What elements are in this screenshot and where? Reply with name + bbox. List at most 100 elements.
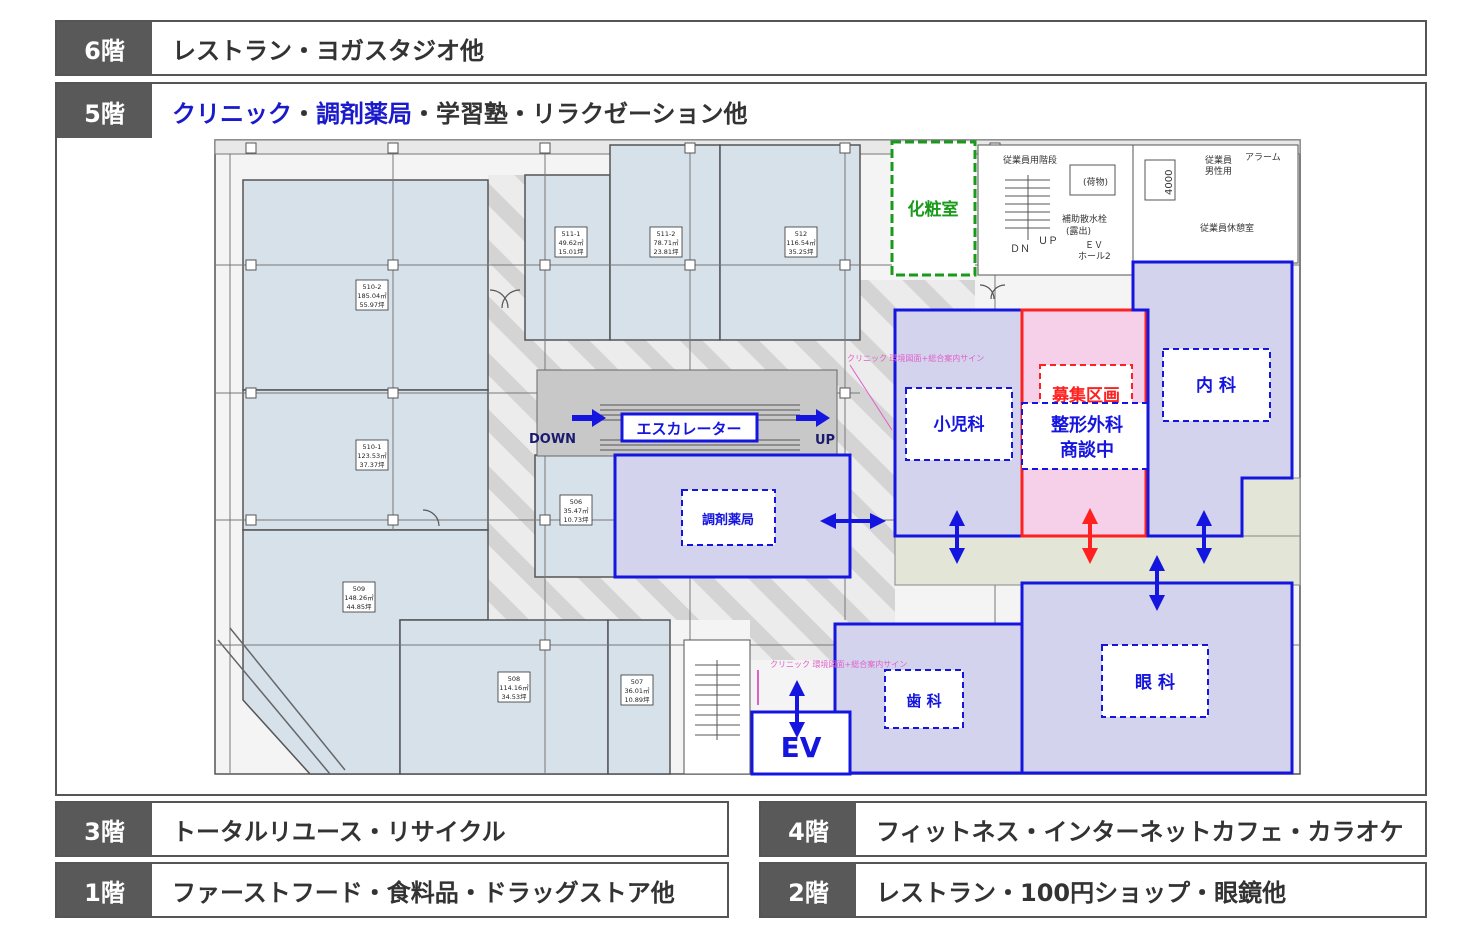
unit-box-508 — [497, 671, 531, 703]
unit-box-510-2 — [355, 279, 389, 311]
dimension-4000: 4000 — [1164, 170, 1175, 195]
powder-room — [890, 140, 977, 277]
supply-label: 補助散水栓 — [1062, 213, 1107, 225]
dental-label: 歯 科 — [906, 692, 941, 710]
down-arrow-icon — [572, 409, 606, 427]
floor-4-number: 4階 — [761, 803, 856, 855]
unit-area: 35.47㎡ — [563, 506, 589, 515]
unit-area: 36.01㎡ — [624, 686, 650, 695]
unit-id: 509 — [353, 585, 365, 593]
elevator-label: EV — [781, 731, 822, 764]
unit-id: 510-2 — [363, 283, 382, 291]
unit-tsubo: 23.81坪 — [653, 248, 679, 256]
unit-id: 508 — [508, 675, 520, 683]
unit-box-506 — [559, 494, 593, 526]
down-label: DOWN — [529, 432, 576, 447]
escalator-box — [620, 412, 759, 443]
staff-stairs-label: 従業員用階段 — [1003, 154, 1057, 166]
floor-3-bar: 3階 トータルリユース・リサイクル — [55, 801, 729, 857]
unit-tsubo: 15.01坪 — [558, 248, 584, 256]
floor-5-number: 5階 — [57, 84, 152, 138]
floor-5-description-rest: ・学習塾・リラクゼーション他 — [412, 99, 748, 128]
floor-3-number: 3階 — [57, 803, 152, 855]
toilet-2-label: 男性用 — [1205, 165, 1232, 177]
unit-tsubo: 35.25坪 — [788, 248, 814, 256]
orthopedics-status: 商談中 — [1060, 439, 1114, 461]
floor-5-highlight-pharmacy: 調剤薬局 — [316, 99, 412, 128]
pediatrics-label: 小児科 — [934, 414, 985, 435]
unit-area: 114.16㎡ — [499, 683, 529, 692]
internal-medicine-label-box — [1162, 348, 1271, 422]
ev-hall-2-label: ホール2 — [1078, 251, 1111, 262]
unit-box-507 — [620, 674, 654, 706]
floor-1-bar: 1階 ファーストフード・食料品・ドラッグストア他 — [55, 862, 729, 918]
unit-tsubo: 44.85坪 — [346, 603, 372, 611]
floor-2-number: 2階 — [761, 864, 856, 916]
floor-4-bar: 4階 フィットネス・インターネットカフェ・カラオケ — [759, 801, 1427, 857]
staff-area — [977, 144, 1134, 276]
floor-2-bar: 2階 レストラン・100円ショップ・眼鏡他 — [759, 862, 1427, 918]
internal-medicine-label: 内 科 — [1196, 375, 1236, 396]
unit-id: 511-1 — [562, 230, 581, 238]
unit-box-511-1 — [554, 226, 588, 258]
recruiting-label-box — [1039, 364, 1133, 406]
recruiting-label: 募集区画 — [1051, 385, 1120, 406]
unit-tsubo: 10.89坪 — [624, 696, 650, 704]
floor-1-number: 1階 — [57, 864, 152, 916]
tenant-511-1 — [524, 174, 611, 341]
unit-tsubo: 55.97坪 — [359, 301, 385, 309]
floor-1-description: ファーストフード・食料品・ドラッグストア他 — [172, 878, 675, 907]
sign-note-upper: クリニック 環境図面+総合案内サイン — [847, 353, 984, 363]
unit-id: 510-1 — [363, 443, 382, 451]
floor-6-bar: 6階 レストラン・ヨガスタジオ他 — [55, 20, 1427, 76]
up-label: ＵＰ — [1038, 236, 1058, 247]
up-label-escalator: UP — [815, 433, 835, 448]
staff-rest-label: 従業員休憩室 — [1200, 222, 1254, 234]
unit-id: 512 — [795, 230, 807, 238]
pharmacy-label: 調剤薬局 — [702, 512, 754, 528]
pediatrics-label-box — [905, 387, 1013, 461]
unit-area: 49.62㎡ — [558, 238, 584, 247]
floor-5-description: クリニック・調剤薬局・学習塾・リラクゼーション他 — [172, 84, 748, 138]
unit-id: 507 — [631, 678, 643, 686]
unit-id: 506 — [570, 498, 582, 506]
unit-box-511-2 — [649, 226, 683, 258]
luggage-label: (荷物) — [1083, 176, 1108, 188]
unit-box-512 — [784, 226, 818, 258]
unit-box-509 — [342, 581, 376, 613]
unit-area: 148.26㎡ — [344, 593, 374, 602]
floor-4-description: フィットネス・インターネットカフェ・カラオケ — [876, 817, 1404, 846]
unit-tsubo: 34.53坪 — [501, 693, 527, 701]
alarm-label: アラーム — [1245, 152, 1281, 163]
exposed-label: (露出) — [1066, 225, 1091, 237]
unit-area: 78.71㎡ — [653, 238, 679, 247]
pharmacy-label-box — [681, 489, 776, 546]
floor-5-highlight-clinic: クリニック — [172, 99, 292, 128]
floor-3-description: トータルリユース・リサイクル — [172, 817, 506, 846]
ophthalmology-label: 眼 科 — [1135, 672, 1175, 693]
unit-area: 116.54㎡ — [786, 238, 816, 247]
floor-6-number: 6階 — [57, 22, 152, 74]
escalator-label: エスカレーター — [636, 420, 741, 438]
dental-label-box — [884, 669, 964, 729]
ev-hall-label: ＥＶ — [1085, 241, 1103, 251]
sign-note-lower: クリニック 環境図面+総合案内サイン — [770, 659, 907, 669]
up-arrow-icon — [796, 409, 830, 427]
floor-2-description: レストラン・100円ショップ・眼鏡他 — [876, 878, 1287, 907]
orthopedics-label: 整形外科 — [1050, 414, 1123, 436]
floor-5-separator: ・ — [292, 99, 316, 128]
staff-rest-area — [1132, 144, 1299, 264]
unit-area: 185.04㎡ — [357, 291, 387, 300]
staff-toilet-label: 従業員 — [1205, 154, 1232, 166]
floor-6-description: レストラン・ヨガスタジオ他 — [172, 36, 484, 65]
unit-id: 511-2 — [657, 230, 676, 238]
unit-tsubo: 10.73坪 — [563, 516, 589, 524]
unit-tsubo: 37.37坪 — [359, 461, 385, 469]
dn-label: ＤＮ — [1010, 244, 1030, 255]
powder-room-label: 化粧室 — [908, 199, 959, 220]
unit-box-510-1 — [355, 439, 389, 471]
ophthalmology-label-box — [1101, 644, 1209, 718]
unit-area: 123.53㎡ — [357, 451, 387, 460]
